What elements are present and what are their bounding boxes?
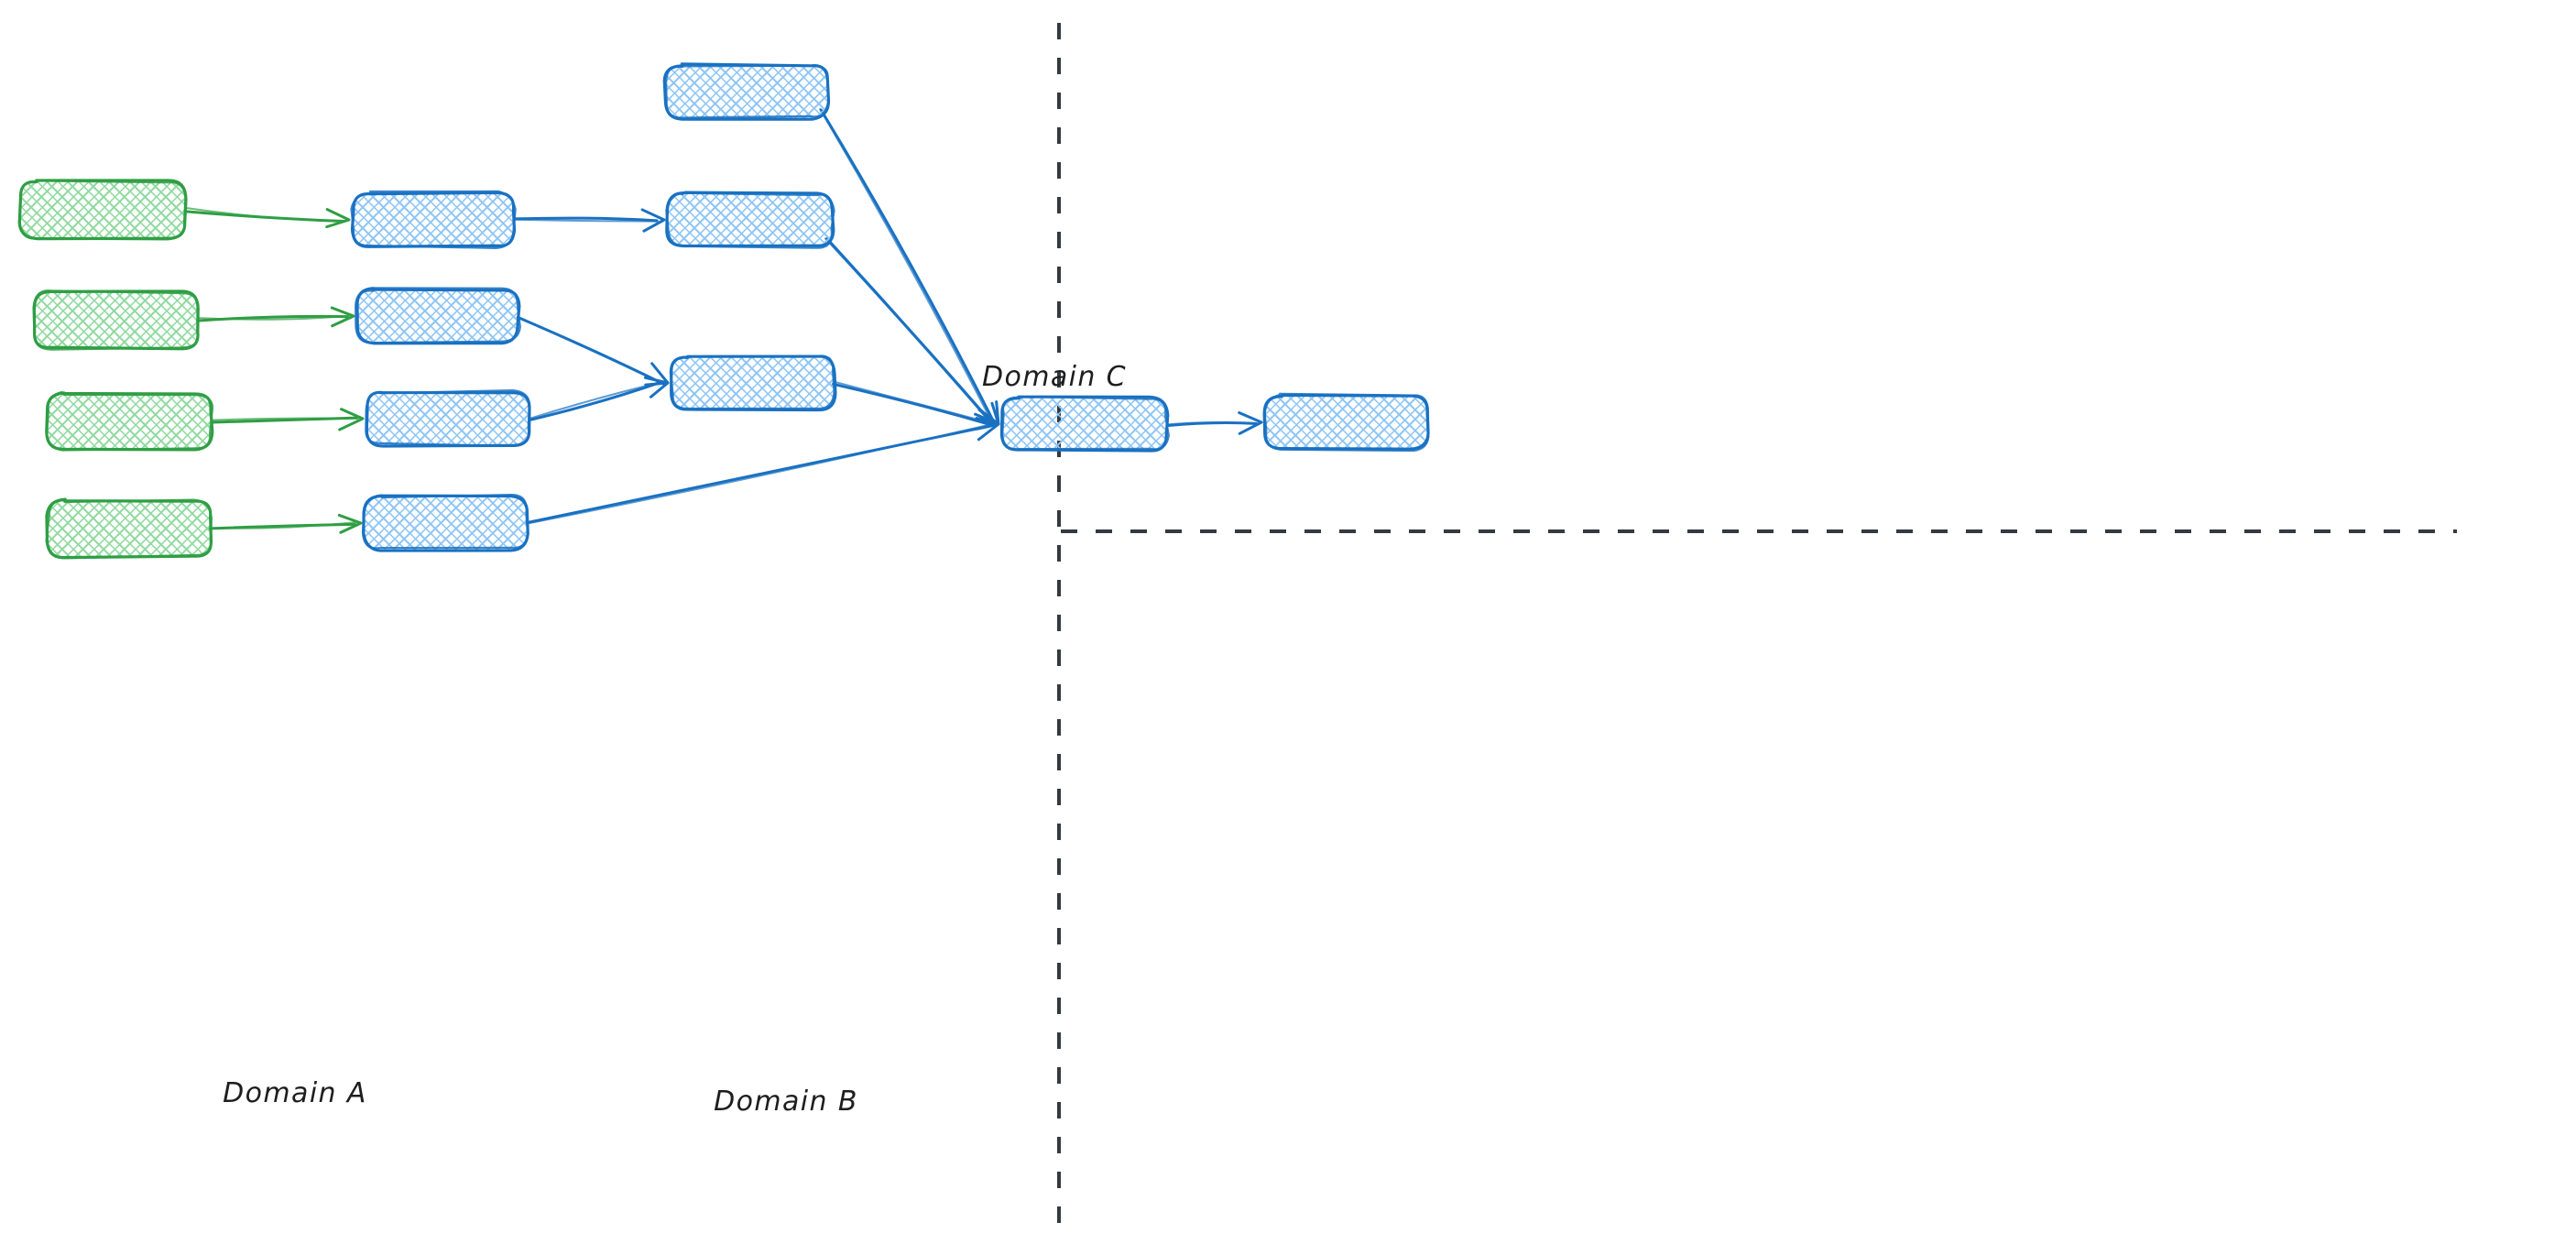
edge-shaft	[210, 417, 358, 421]
edge-e-hub-out	[1165, 411, 1263, 435]
node-blue-mid-4[interactable]	[361, 494, 529, 552]
node-fill-hatch-b	[671, 355, 835, 409]
node-outline	[46, 390, 214, 452]
edge-arrowhead	[1238, 411, 1263, 435]
node-fill-hatch-b	[667, 192, 834, 246]
edge-shaft	[528, 381, 663, 420]
edge-arrowhead	[640, 208, 666, 233]
node-green-2[interactable]	[32, 289, 200, 351]
edge-shaft	[824, 237, 994, 427]
node-outline	[361, 494, 529, 550]
node-fill-hatch-b	[364, 497, 529, 550]
edge-layer	[182, 108, 1263, 534]
edge-e-m1-b2	[513, 208, 666, 233]
node-green-4[interactable]	[45, 497, 213, 560]
node-outline	[665, 64, 830, 119]
node-outline	[355, 287, 521, 344]
node-fill-hatch-b	[664, 64, 829, 118]
edge-shaft	[819, 108, 995, 427]
node-outline	[350, 190, 517, 249]
node-fill-hatch-b	[19, 180, 186, 239]
edge-arrowhead	[330, 306, 355, 328]
node-fill-hatch-b	[366, 391, 530, 446]
node-blue-hub[interactable]	[999, 395, 1170, 453]
edge-shaft	[832, 382, 995, 427]
edge-shaft	[528, 422, 994, 525]
edge-shaft	[513, 216, 659, 223]
edge-e-m2-b3	[516, 315, 670, 387]
node-fill-hatch-b	[47, 499, 212, 557]
node-fill-hatch-b	[1001, 397, 1168, 452]
node-outline	[665, 191, 835, 249]
edge-e-a1-m1	[182, 207, 351, 229]
node-outline	[669, 355, 835, 410]
edge-e-m4-hub	[525, 417, 1000, 525]
edge-shaft	[208, 520, 358, 529]
edge-shaft	[1166, 421, 1256, 426]
edge-shaft	[518, 316, 664, 386]
node-blue-mid-3[interactable]	[365, 388, 531, 448]
domain-label-domain-a: Domain A	[223, 1077, 367, 1109]
node-fill-hatch-b	[34, 290, 200, 349]
node-fill-hatch-b	[1264, 395, 1429, 450]
node-fill-hatch-b	[46, 393, 213, 450]
edge-arrowhead	[338, 408, 365, 431]
edge-arrowhead	[337, 513, 363, 534]
node-outline	[45, 497, 213, 560]
edge-e-m3-b3	[528, 376, 670, 421]
node-green-3[interactable]	[45, 390, 214, 452]
edge-shaft	[529, 380, 663, 421]
domain-label-domain-c: Domain C	[982, 361, 1127, 393]
node-blue-b-mid[interactable]	[665, 191, 835, 249]
node-outline	[18, 180, 188, 241]
node-blue-mid-1[interactable]	[350, 190, 517, 249]
edge-e-b3-hub	[832, 380, 1000, 431]
node-layer	[17, 62, 1430, 560]
node-fill-hatch-b	[352, 193, 515, 247]
edge-shaft	[198, 314, 348, 321]
edge-arrowhead	[643, 376, 670, 398]
node-outline	[1001, 395, 1170, 451]
domain-dividers	[1057, 23, 2457, 1241]
edge-shaft	[514, 218, 659, 223]
node-outline	[32, 289, 199, 351]
node-blue-b-top[interactable]	[662, 62, 831, 121]
node-outline	[1263, 392, 1430, 453]
node-green-1[interactable]	[17, 179, 188, 241]
node-outline	[662, 62, 831, 121]
edge-e-a4-m4	[208, 513, 363, 534]
domain-label-domain-b: Domain B	[714, 1086, 858, 1118]
edge-arrowhead	[325, 208, 351, 229]
node-blue-b-low[interactable]	[669, 355, 837, 412]
edge-e-a2-m2	[195, 306, 355, 328]
node-blue-out[interactable]	[1262, 392, 1430, 453]
edge-shaft	[819, 108, 997, 425]
node-outline	[365, 388, 530, 448]
edge-arrowhead	[975, 408, 1000, 431]
edge-e-a3-m3	[210, 408, 365, 431]
domain-label-layer: Domain A Domain B Domain C	[223, 361, 1127, 1118]
edge-shaft	[833, 380, 996, 425]
node-blue-mid-2[interactable]	[355, 287, 521, 345]
node-fill-hatch-b	[356, 289, 518, 344]
edge-e-b1-hub	[819, 108, 1000, 427]
edge-shaft	[185, 207, 344, 223]
